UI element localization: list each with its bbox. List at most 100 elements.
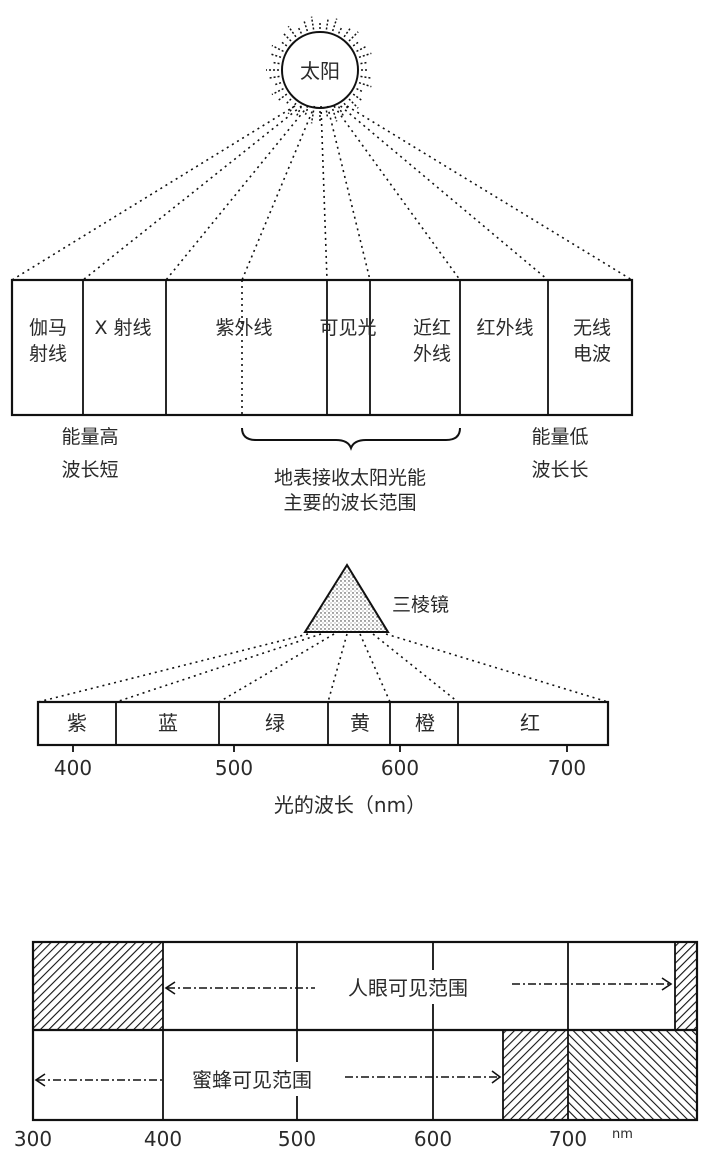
human-invisible-ir [675, 942, 697, 1030]
projection-line [327, 633, 348, 703]
tick-label-300: 300 [14, 1127, 52, 1151]
sun-ray [283, 33, 292, 42]
sun-ray [360, 61, 368, 65]
range-brace [241, 427, 461, 451]
brace-note-1: 地表接收太阳光能 [274, 467, 426, 489]
projection-line [372, 633, 459, 703]
prism-section: 三棱镜 紫 蓝 绿 黄 橙 红 400 500 600 700 光的波长（nm） [36, 563, 610, 817]
sun-ray [352, 93, 362, 101]
sun-ray [271, 53, 282, 59]
bee-invisible-red-2 [568, 1030, 697, 1120]
sun-ray [285, 98, 292, 105]
sun-ray [331, 108, 338, 122]
prism-label: 三棱镜 [392, 594, 449, 616]
long-wave-note: 波长长 [531, 459, 588, 481]
low-energy-note: 能量低 [531, 426, 588, 448]
tick-label-500: 500 [278, 1127, 316, 1151]
sun-ray [356, 46, 366, 53]
projection-line [359, 633, 391, 703]
bee-invisible-red-1 [503, 1030, 568, 1120]
sun-circle [281, 31, 359, 109]
short-wave-note: 波长短 [61, 459, 118, 481]
em-spectrum: 伽马 射线 X 射线 紫外线 可见光 近红 外线 红外线 无线 电波 能量高 波… [10, 105, 634, 514]
vision-comparison: 人眼可见范围 蜜蜂可见范围 300 400 500 600 700 nm [14, 940, 699, 1151]
color-orange: 橙 [415, 711, 435, 735]
band-gamma-2: 射线 [29, 343, 67, 365]
human-invisible-uv [33, 942, 163, 1030]
sun-ray [274, 81, 282, 86]
high-energy-note: 能量高 [61, 426, 118, 448]
sun-ray [358, 81, 372, 88]
prism [303, 563, 390, 633]
color-yellow: 黄 [350, 711, 370, 735]
projection-line [37, 633, 309, 703]
sun: 太阳 [266, 16, 372, 124]
projection-line [346, 105, 633, 281]
projection-line [218, 633, 335, 703]
band-uv: 紫外线 [215, 317, 272, 339]
band-visible: 可见光 [319, 317, 376, 339]
arrow-right-icon [491, 1070, 502, 1084]
projection-line [115, 633, 322, 703]
color-red: 红 [520, 711, 540, 735]
sun-ray [348, 98, 359, 109]
sun-ray [287, 25, 297, 38]
projection-line [82, 105, 302, 281]
label-bg [328, 970, 498, 1004]
label-bg [178, 1062, 328, 1096]
band-radio-2: 电波 [573, 343, 611, 365]
color-blue: 蓝 [158, 711, 178, 735]
band-ir: 红外线 [476, 317, 533, 339]
sun-ray [356, 87, 364, 93]
sun-ray [297, 26, 303, 34]
sun-ray [310, 16, 315, 30]
sun-ray [331, 18, 338, 32]
sun-rays [266, 16, 372, 124]
sun-label: 太阳 [300, 59, 340, 83]
sun-ray [280, 41, 288, 47]
sun-ray [352, 41, 360, 47]
sun-ray [360, 75, 371, 79]
projection-line [385, 633, 609, 703]
sun-ray [325, 19, 329, 30]
color-violet: 紫 [67, 711, 87, 735]
sun-ray [278, 93, 288, 101]
tick-label-700: 700 [549, 1127, 587, 1151]
tick-label-400: 400 [144, 1127, 182, 1151]
em-spectrum-box [10, 278, 634, 417]
tick-label-700: 700 [548, 756, 586, 780]
projection-line [165, 105, 309, 281]
sun-ray [272, 61, 280, 65]
sun-ray [343, 28, 351, 38]
projection-line [11, 105, 296, 281]
tick-label-600: 600 [414, 1127, 452, 1151]
projection-line [320, 105, 328, 281]
band-near-ir-2: 外线 [413, 343, 451, 365]
sun-ray [304, 108, 309, 116]
prism-projection-lines [37, 633, 609, 703]
tick-label-600: 600 [381, 756, 419, 780]
tick-label-500: 500 [215, 756, 253, 780]
sun-ray [348, 31, 359, 42]
wavelength-axis-label: 光的波长（nm） [274, 793, 426, 817]
arrow-left-icon [164, 981, 176, 995]
sun-ray [269, 75, 280, 79]
arrow-left-icon [34, 1073, 46, 1087]
projection-line [333, 105, 461, 281]
sun-ray [337, 26, 343, 34]
sun-ray [271, 87, 284, 96]
sun-ray [358, 52, 372, 59]
em-projection-lines [11, 105, 633, 281]
tick-label-400: 400 [54, 756, 92, 780]
band-radio: 无线 [573, 317, 611, 339]
unit-label: nm [612, 1127, 633, 1142]
bee-range-label: 蜜蜂可见范围 [192, 1068, 312, 1092]
band-near-ir: 近红 [413, 317, 451, 339]
brace-note-2: 主要的波长范围 [283, 492, 416, 514]
visible-spectrum-box [36, 700, 610, 747]
projection-line [241, 105, 316, 281]
sun-ray [337, 106, 344, 116]
sun-ray [303, 21, 309, 32]
sun-ray [325, 110, 329, 118]
